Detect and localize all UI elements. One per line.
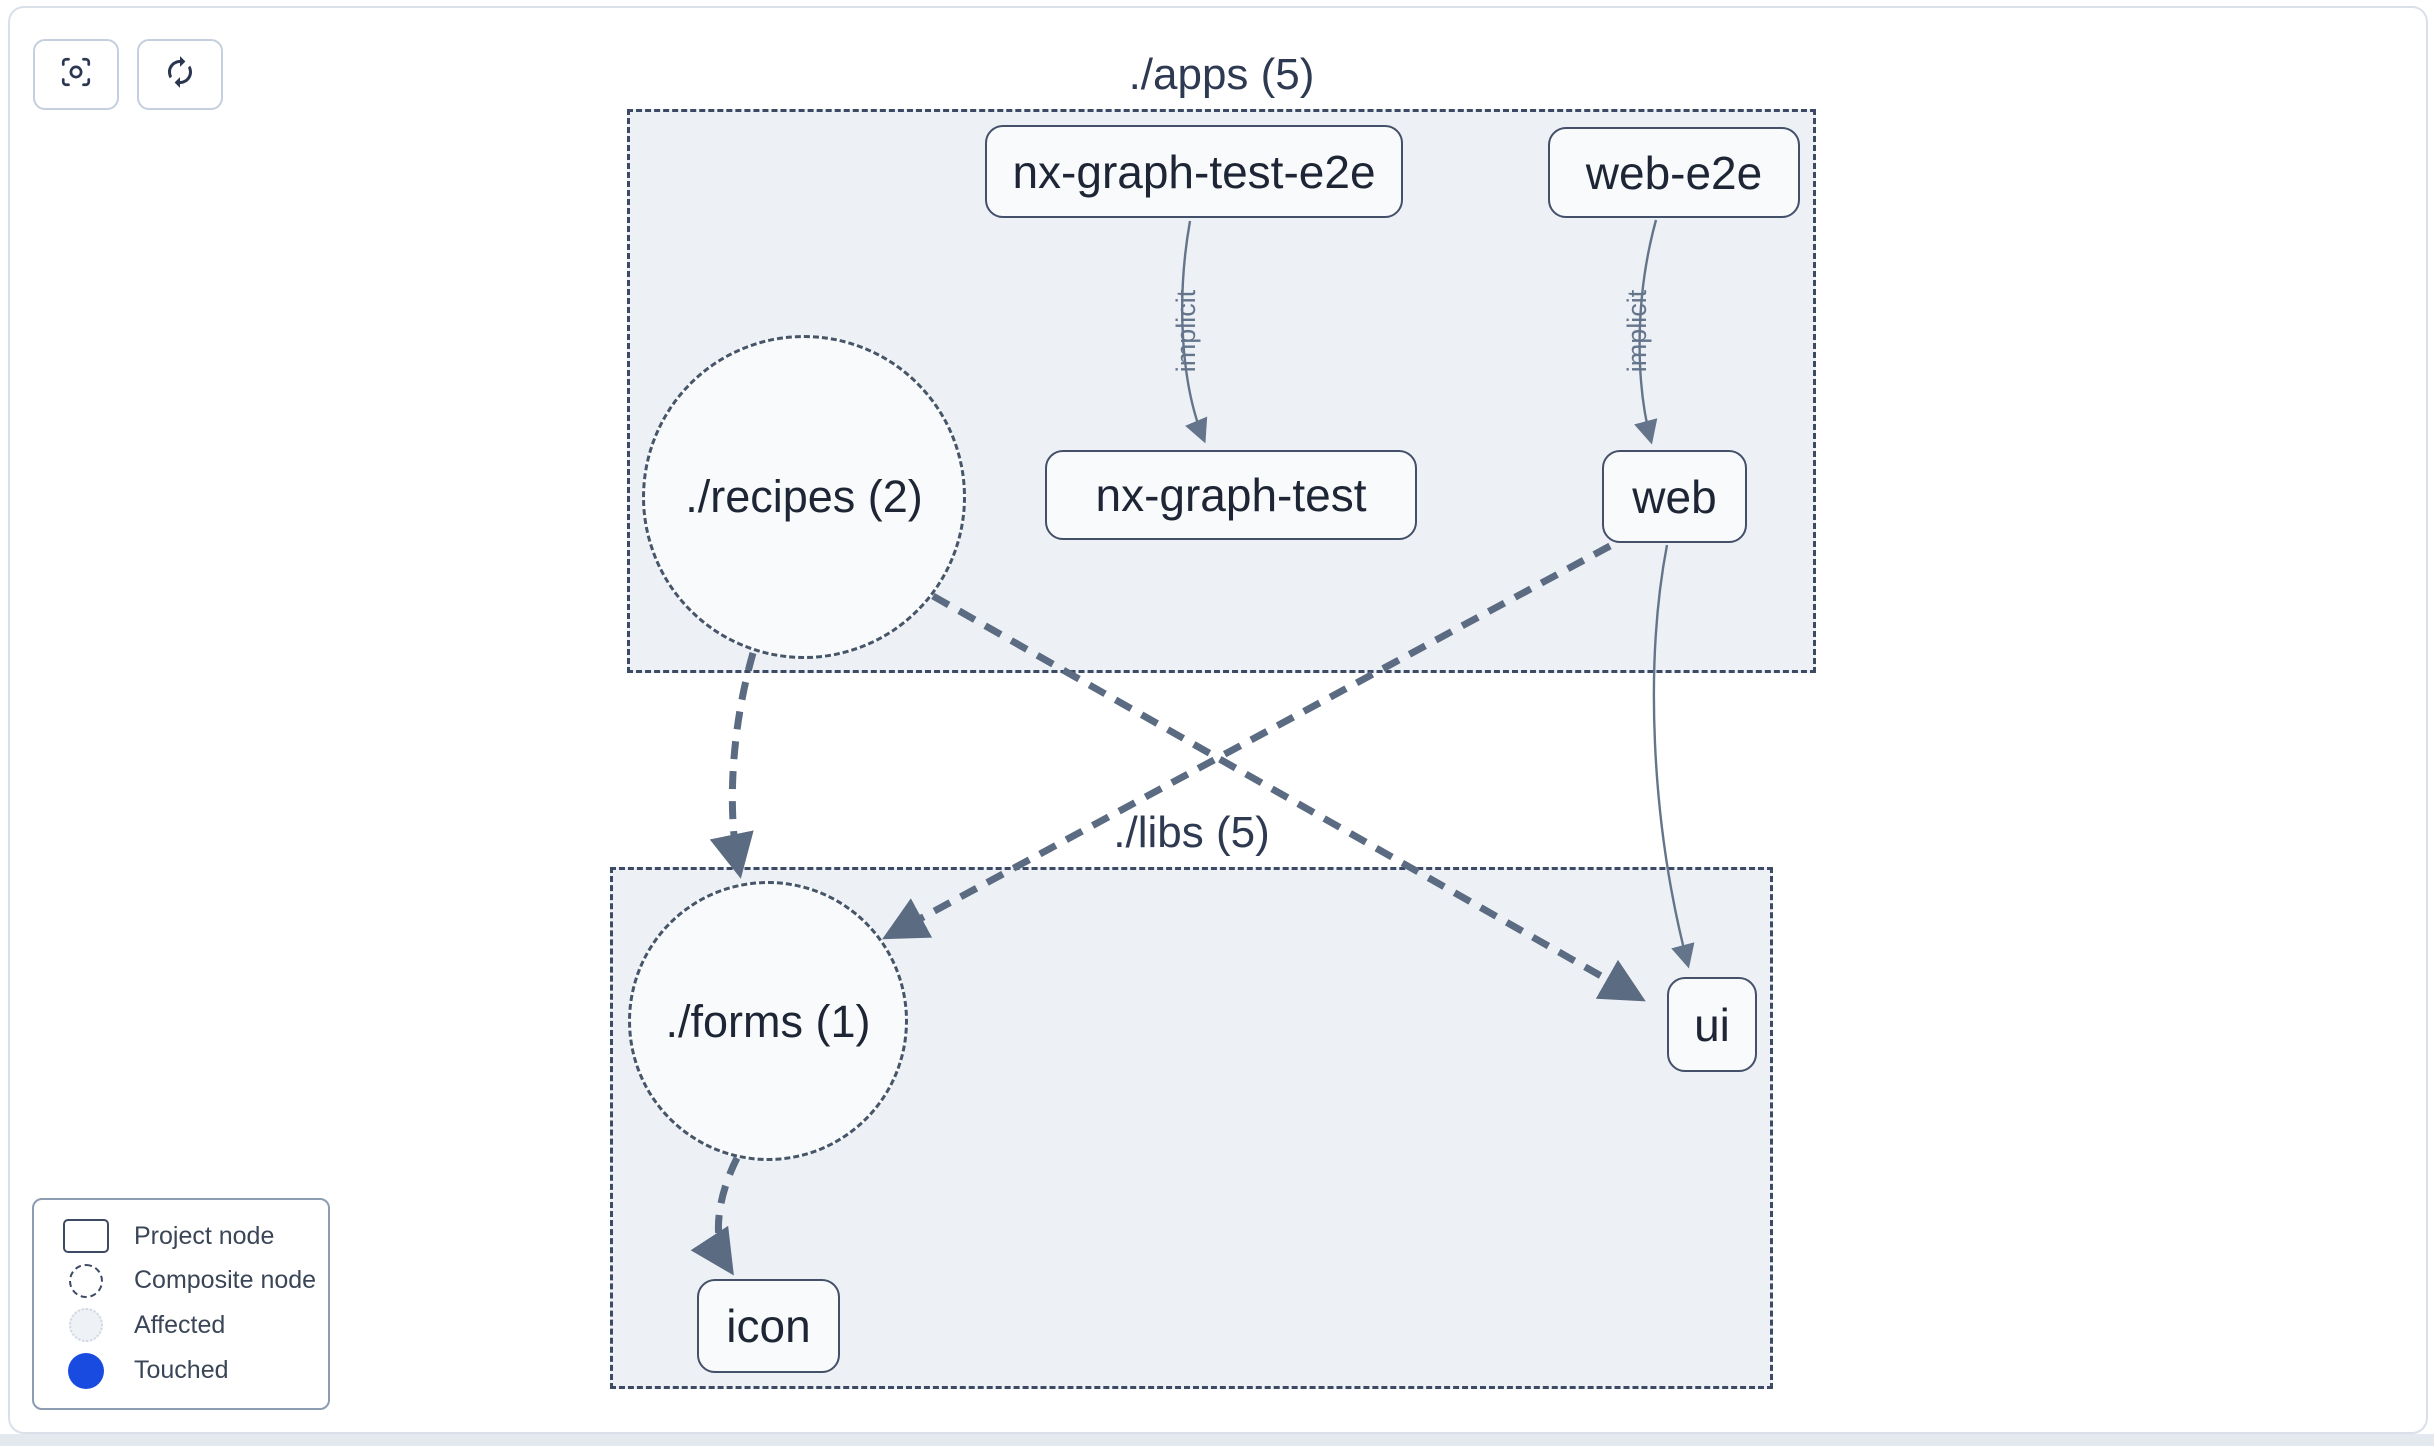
composite-node-forms-label: ./forms (1) [665, 996, 871, 1047]
affected-icon [60, 1308, 112, 1343]
graph-legend: Project node Composite node Affected Tou… [32, 1198, 330, 1410]
graph-toolbar [33, 39, 223, 110]
refresh-graph-button[interactable] [137, 39, 223, 110]
page-bottom-strip [0, 1434, 2434, 1446]
legend-label: Touched [134, 1356, 229, 1385]
project-node-label: web [1632, 470, 1717, 523]
legend-label: Affected [134, 1310, 226, 1339]
project-node-icon[interactable]: icon [697, 1279, 840, 1373]
project-node-nx-graph-test-e2e[interactable]: nx-graph-test-e2e [985, 125, 1403, 218]
composite-node-forms[interactable] [628, 881, 908, 1161]
legend-label: Project node [134, 1221, 275, 1250]
project-node-ui[interactable]: ui [1667, 977, 1757, 1072]
project-node-nx-graph-test[interactable]: nx-graph-test [1045, 450, 1417, 540]
project-node-label: web-e2e [1585, 146, 1763, 199]
legend-label: Composite node [134, 1266, 317, 1295]
cluster-apps-label: ./apps (5) [1128, 50, 1315, 99]
touched-icon [60, 1352, 112, 1389]
edge-label-implicit-1: implicit [1171, 289, 1201, 373]
project-node-icon [60, 1219, 112, 1254]
project-node-label: icon [726, 1300, 811, 1352]
refresh-icon [162, 54, 198, 95]
legend-item-project-node: Project node [34, 1219, 328, 1254]
project-node-label: ui [1694, 998, 1730, 1051]
edge-label-implicit-2: implicit [1622, 289, 1652, 373]
focus-view-button[interactable] [33, 39, 119, 110]
composite-node-recipes-label: ./recipes (2) [685, 471, 923, 522]
project-node-label: nx-graph-test [1095, 469, 1367, 521]
project-node-web[interactable]: web [1602, 450, 1747, 543]
focus-icon [58, 54, 94, 95]
legend-item-composite-node: Composite node [34, 1263, 328, 1298]
legend-item-affected: Affected [34, 1308, 328, 1343]
composite-node-icon [60, 1263, 112, 1298]
cluster-libs-label: ./libs (5) [1113, 808, 1270, 857]
project-node-label: nx-graph-test-e2e [1012, 145, 1376, 198]
legend-item-touched: Touched [34, 1352, 328, 1389]
project-node-web-e2e[interactable]: web-e2e [1548, 127, 1800, 218]
